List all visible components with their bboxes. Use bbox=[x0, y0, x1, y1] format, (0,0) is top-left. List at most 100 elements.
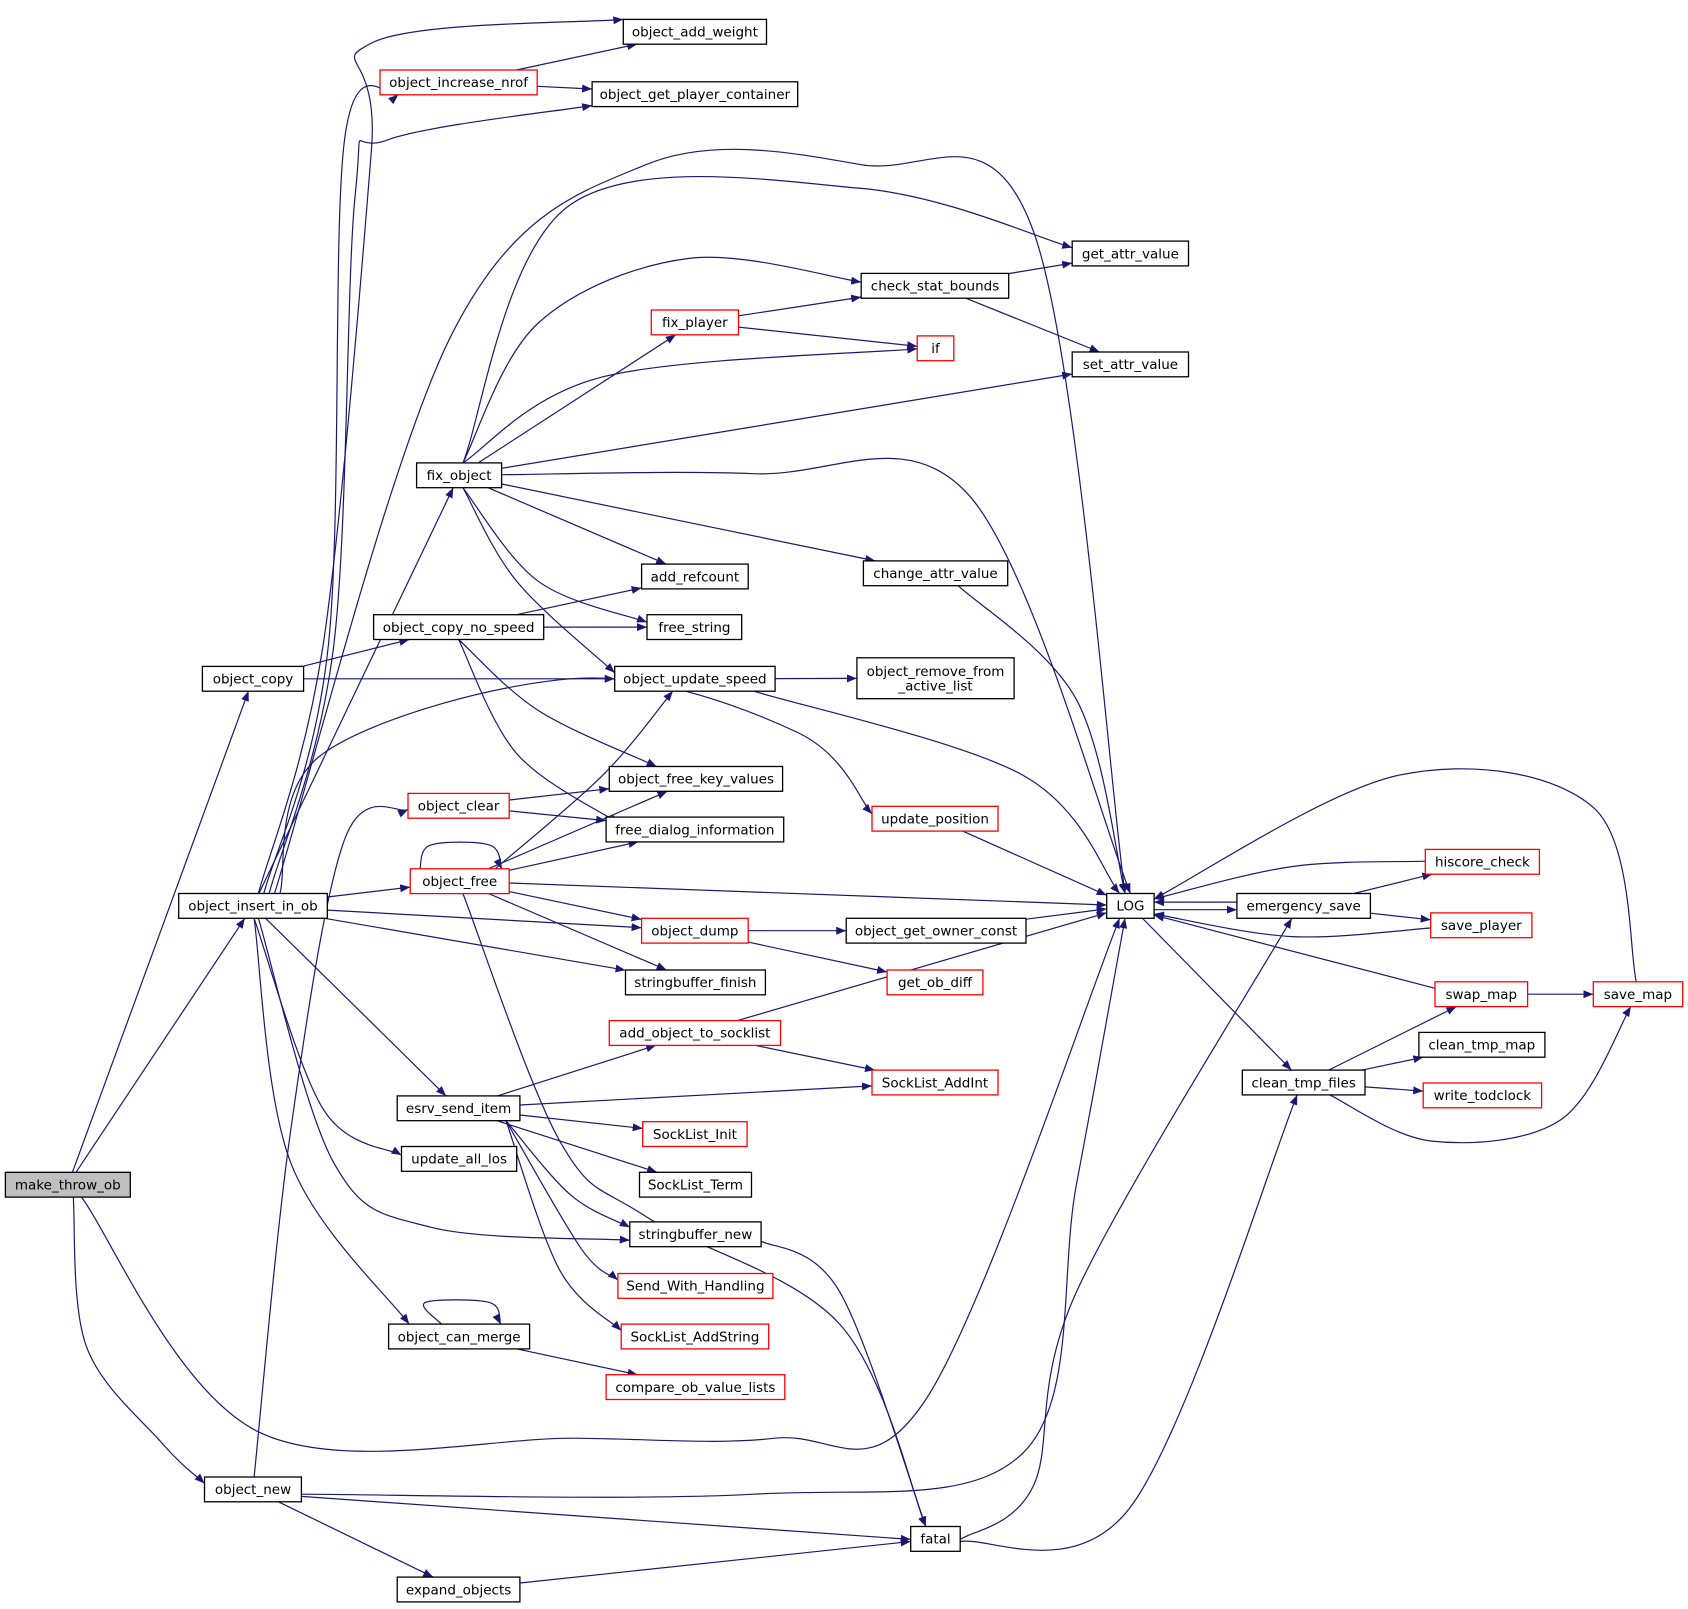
node-box bbox=[409, 868, 510, 895]
node-stringbuffer_finish[interactable]: stringbuffer_finish bbox=[624, 969, 767, 996]
node-fix_object[interactable]: fix_object bbox=[415, 462, 503, 489]
node-fix_player[interactable]: fix_player bbox=[650, 309, 740, 336]
node-object_copy[interactable]: object_copy bbox=[201, 665, 305, 692]
edge-esrv_send_item-to-SockList_Init bbox=[519, 1114, 643, 1132]
node-emergency_save[interactable]: emergency_save bbox=[1236, 892, 1372, 919]
node-Send_With_Handling[interactable]: Send_With_Handling bbox=[617, 1272, 774, 1299]
node-change_attr_value[interactable]: change_attr_value bbox=[862, 560, 1009, 587]
node-label: get_attr_value bbox=[1082, 246, 1179, 262]
node-stringbuffer_new[interactable]: stringbuffer_new bbox=[629, 1221, 762, 1248]
node-object_get_player_container[interactable]: object_get_player_container bbox=[591, 81, 799, 108]
node-object_free_key_values[interactable]: object_free_key_values bbox=[608, 765, 784, 792]
node-SockList_Init[interactable]: SockList_Init bbox=[642, 1121, 748, 1148]
node-save_map[interactable]: save_map bbox=[1592, 981, 1684, 1008]
node-clean_tmp_files[interactable]: clean_tmp_files bbox=[1241, 1069, 1366, 1096]
node-object_insert_in_ob[interactable]: object_insert_in_ob bbox=[178, 892, 328, 919]
edge-emergency_save-to-save_player bbox=[1370, 912, 1431, 923]
edge-fix_object-to-LOG bbox=[501, 457, 1131, 894]
edge-object_insert_in_ob-to-object_dump bbox=[327, 909, 642, 932]
node-check_stat_bounds[interactable]: check_stat_bounds bbox=[860, 272, 1010, 299]
node-object_add_weight[interactable]: object_add_weight bbox=[622, 18, 768, 45]
node-object_free[interactable]: object_free bbox=[409, 868, 510, 895]
node-label: object_insert_in_ob bbox=[188, 899, 317, 915]
node-box bbox=[4, 1171, 131, 1198]
edge-object_increase_nrof-to-object_add_weight bbox=[516, 42, 638, 71]
edge-esrv_send_item-to-add_object_to_socklist bbox=[497, 1044, 657, 1097]
node-object_remove_from_active_list[interactable]: object_remove_from_active_list bbox=[856, 657, 1015, 700]
node-get_attr_value[interactable]: get_attr_value bbox=[1071, 240, 1190, 267]
edge-object_new-to-fatal bbox=[301, 1495, 911, 1543]
node-SockList_AddInt[interactable]: SockList_AddInt bbox=[871, 1069, 999, 1096]
node-label: object_add_weight bbox=[632, 25, 758, 41]
node-SockList_Term[interactable]: SockList_Term bbox=[638, 1171, 753, 1198]
edge-object_insert_in_ob-to-stringbuffer_new bbox=[257, 918, 630, 1244]
node-box bbox=[910, 1525, 961, 1552]
node-box bbox=[1424, 848, 1541, 875]
node-swap_map[interactable]: swap_map bbox=[1434, 981, 1529, 1008]
edge-fix_object-to-get_attr_value bbox=[462, 176, 1073, 464]
node-box bbox=[608, 765, 784, 792]
node-write_todclock[interactable]: write_todclock bbox=[1422, 1082, 1543, 1109]
node-object_dump[interactable]: object_dump bbox=[640, 917, 749, 944]
node-if[interactable]: if bbox=[916, 335, 955, 362]
node-object_new[interactable]: object_new bbox=[203, 1476, 303, 1503]
node-esrv_send_item[interactable]: esrv_send_item bbox=[396, 1095, 521, 1122]
node-box bbox=[203, 1476, 303, 1503]
node-box bbox=[640, 563, 749, 590]
node-compare_ob_value_lists[interactable]: compare_ob_value_lists bbox=[605, 1374, 786, 1401]
node-label: get_ob_diff bbox=[898, 975, 973, 991]
edge-object_free-to-object_free_key_values bbox=[488, 790, 668, 870]
node-add_object_to_socklist[interactable]: add_object_to_socklist bbox=[608, 1019, 782, 1047]
node-object_increase_nrof[interactable]: object_increase_nrof bbox=[379, 69, 538, 96]
node-fatal[interactable]: fatal bbox=[910, 1525, 961, 1552]
node-get_ob_diff[interactable]: get_ob_diff bbox=[886, 969, 984, 996]
node-free_string[interactable]: free_string bbox=[646, 614, 743, 641]
node-label: check_stat_bounds bbox=[871, 279, 999, 295]
node-label: object_new bbox=[215, 1482, 291, 1498]
node-label: if bbox=[931, 341, 941, 357]
node-label: object_clear bbox=[418, 799, 500, 815]
edge-fix_object-to-fix_player bbox=[477, 334, 677, 464]
edge-object_get_owner_const-to-LOG bbox=[1025, 906, 1107, 920]
edge-fix_object-to-change_attr_value bbox=[501, 483, 876, 563]
node-clean_tmp_map[interactable]: clean_tmp_map bbox=[1418, 1031, 1546, 1058]
edge-fix_object-to-free_string bbox=[462, 487, 648, 623]
node-update_position[interactable]: update_position bbox=[871, 805, 999, 832]
node-box bbox=[646, 614, 743, 641]
node-box bbox=[856, 657, 1015, 700]
node-hiscore_check[interactable]: hiscore_check bbox=[1424, 848, 1541, 875]
node-label: expand_objects bbox=[406, 1582, 511, 1598]
node-object_copy_no_speed[interactable]: object_copy_no_speed bbox=[372, 614, 545, 641]
node-label: change_attr_value bbox=[873, 566, 997, 582]
edge-fatal-to-emergency_save bbox=[959, 918, 1293, 1540]
edge-fix_object-to-set_attr_value bbox=[501, 371, 1073, 469]
node-object_get_owner_const[interactable]: object_get_owner_const bbox=[845, 917, 1027, 944]
node-expand_objects[interactable]: expand_objects bbox=[396, 1576, 521, 1603]
edge-esrv_send_item-to-stringbuffer_new bbox=[505, 1120, 631, 1228]
node-free_dialog_information[interactable]: free_dialog_information bbox=[605, 816, 785, 843]
node-update_all_los[interactable]: update_all_los bbox=[400, 1145, 518, 1172]
edge-object_insert_in_ob-to-object_add_weight bbox=[257, 16, 624, 894]
node-save_player[interactable]: save_player bbox=[1430, 912, 1533, 939]
node-label: hiscore_check bbox=[1435, 855, 1530, 871]
node-box bbox=[1071, 351, 1190, 378]
node-make_throw_ob[interactable]: make_throw_ob bbox=[4, 1171, 131, 1198]
node-label: esrv_send_item bbox=[406, 1101, 511, 1117]
node-set_attr_value[interactable]: set_attr_value bbox=[1071, 351, 1190, 378]
node-LOG[interactable]: LOG bbox=[1106, 892, 1155, 919]
node-box bbox=[407, 792, 510, 819]
node-label: add_refcount bbox=[651, 569, 740, 585]
node-label: object_free bbox=[422, 874, 497, 890]
node-object_update_speed[interactable]: object_update_speed bbox=[614, 665, 776, 692]
node-add_refcount[interactable]: add_refcount bbox=[640, 563, 749, 590]
node-object_clear[interactable]: object_clear bbox=[407, 792, 510, 819]
edge-object_insert_in_ob-to-object_can_merge bbox=[253, 918, 410, 1325]
edge-object_free-to-free_dialog_information bbox=[509, 840, 639, 871]
edge-make_throw_ob-to-object_insert_in_ob bbox=[75, 917, 246, 1173]
edge-object_clear-to-object_free_key_values bbox=[509, 785, 610, 801]
node-object_can_merge[interactable]: object_can_merge bbox=[387, 1323, 531, 1350]
node-label: object_dump bbox=[651, 924, 738, 940]
node-SockList_AddString[interactable]: SockList_AddString bbox=[620, 1323, 770, 1350]
node-box bbox=[201, 665, 305, 692]
